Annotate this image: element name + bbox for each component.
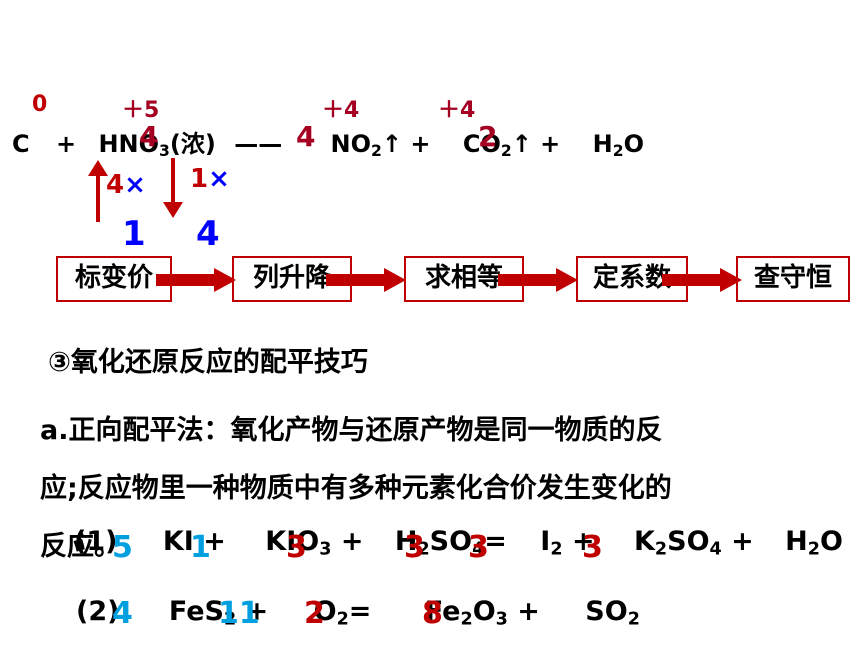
down-arrow-icon	[163, 158, 183, 218]
eq2-fe2o3: Fe2O3 +	[424, 596, 540, 630]
ox-state-co2: ＋4	[438, 98, 476, 123]
reactant-c: C	[12, 130, 30, 158]
result-down: 4	[196, 214, 220, 254]
product-co2: CO2↑ +	[462, 130, 561, 160]
electron-transfer-arrows	[88, 158, 183, 222]
plus-sign: +	[55, 130, 77, 158]
coef-no2: 4	[296, 120, 316, 153]
eq2-coef-o2: 11	[218, 596, 260, 631]
eq2-so2: SO2	[585, 596, 640, 630]
eq2-coef-fes2: 4	[112, 596, 133, 631]
eq1-kio3: KIO3 +	[265, 526, 364, 560]
equation-2: (2) FeS2 + O2= Fe2O3 + SO2	[76, 596, 640, 630]
eq1-coef-kio3: 3	[286, 530, 307, 565]
paragraph-line-1: a.正向配平法：氧化产物与还原产物是同一物质的反	[40, 415, 663, 446]
eq1-coef-ki-2: 1	[190, 530, 211, 565]
ox-state-c: 0	[32, 92, 48, 117]
eq2-o2: O2=	[313, 596, 372, 630]
eq1-k2so4: K2SO4 +	[633, 526, 754, 560]
eq1-coef-ki: 5	[112, 530, 133, 565]
step-list-changes: 列升降	[232, 256, 352, 302]
product-no2: NO2↑ +	[330, 130, 431, 160]
flow-arrow-icon	[326, 268, 406, 292]
eq1-coef-h2so4-2: 3	[468, 530, 489, 565]
eq1-h2so4: H2SO4=	[394, 526, 507, 560]
eq2-fes2: FeS2 +	[168, 596, 269, 630]
paragraph-line-2: 应;反应物里一种物质中有多种元素化合价发生变化的	[40, 473, 672, 504]
flow-arrow-icon	[498, 268, 578, 292]
eq2-coef-so2: 8	[422, 596, 443, 631]
eq1-label: (1)	[74, 526, 118, 557]
paragraph-line-3: 反应。	[40, 531, 121, 562]
eq1-i2: I2 +	[540, 526, 595, 560]
coef-co2: 2	[478, 120, 498, 153]
section-title: ③氧化还原反应的配平技巧	[48, 347, 368, 378]
up-arrow-icon	[88, 160, 108, 222]
eq2-coef-fe2o3: 2	[304, 596, 325, 631]
reaction-dash: ——	[234, 130, 283, 158]
reactant-hno3: HNO3(浓)	[98, 130, 216, 160]
top-equation: C + HNO3(浓) —— NO2↑ + CO2↑ + H2O	[12, 124, 644, 159]
eq1-ki: KI +	[162, 526, 226, 557]
eq1-coef-h2so4: 3	[404, 530, 425, 565]
step-check-conservation: 查守恒	[736, 256, 850, 302]
eq1-coef-i2: 3	[582, 530, 603, 565]
up-transfer-label: 4×	[106, 170, 146, 200]
down-transfer-label: 1×	[190, 164, 230, 194]
flow-arrow-icon	[662, 268, 742, 292]
product-h2o: H2O	[592, 130, 645, 160]
equation-1: (1) KI + KIO3 + H2SO4= I2 + K2SO4 + H2O	[74, 526, 843, 560]
coef-hno3: 4	[139, 120, 159, 153]
eq1-h2o: H2O	[785, 526, 843, 560]
step-mark-valence: 标变价	[56, 256, 172, 302]
result-up: 1	[122, 214, 146, 254]
flow-arrow-icon	[156, 268, 236, 292]
ox-state-no2: ＋4	[322, 98, 360, 123]
ox-state-n: ＋5	[122, 98, 160, 123]
eq2-label: (2)	[76, 596, 120, 627]
